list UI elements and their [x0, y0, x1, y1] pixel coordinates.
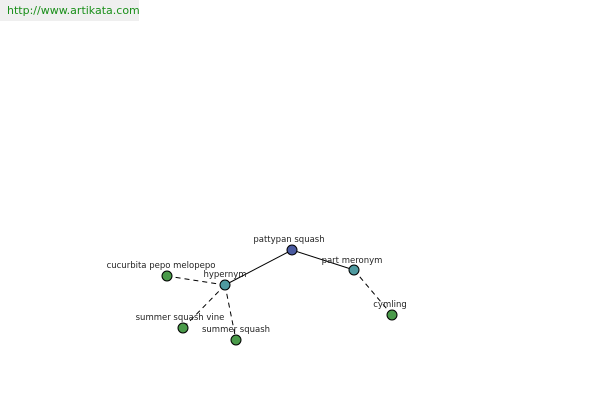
node-label-hypernym: hypernym — [203, 270, 246, 280]
node-hypernym[interactable] — [219, 279, 231, 291]
node-cymling[interactable] — [386, 309, 398, 321]
node-label-cucurbita: cucurbita pepo melopepo — [107, 261, 216, 271]
edge-hypernym-to-summer_squash_vine — [182, 284, 226, 329]
node-label-part-meronym: part meronym — [322, 256, 383, 266]
edge-pattypan-to-part_meronym — [291, 249, 355, 271]
nodes-layer — [161, 244, 398, 346]
labels-layer: pattypan squash hypernym part meronym cucur… — [107, 235, 407, 335]
source-url-banner[interactable]: http://www.artikata.com — [0, 0, 139, 21]
node-summer-squash-vine[interactable] — [177, 322, 189, 334]
node-label-summer-squash: summer squash — [202, 325, 270, 335]
edge-hypernym-to-summer_squash — [224, 284, 237, 341]
node-pattypan[interactable] — [286, 244, 298, 256]
node-summer-squash[interactable] — [230, 334, 242, 346]
edge-pattypan-to-hypernym — [224, 249, 293, 286]
node-label-cymling: cymling — [373, 300, 407, 310]
edge-part_meronym-to-cymling — [353, 269, 393, 316]
edges-layer — [166, 249, 393, 341]
node-label-summer-squash-vine: summer squash vine — [136, 313, 225, 323]
node-part-meronym[interactable] — [348, 264, 360, 276]
node-label-pattypan: pattypan squash — [253, 235, 324, 245]
node-cucurbita[interactable] — [161, 270, 173, 282]
edge-hypernym-to-cucurbita — [166, 275, 226, 286]
